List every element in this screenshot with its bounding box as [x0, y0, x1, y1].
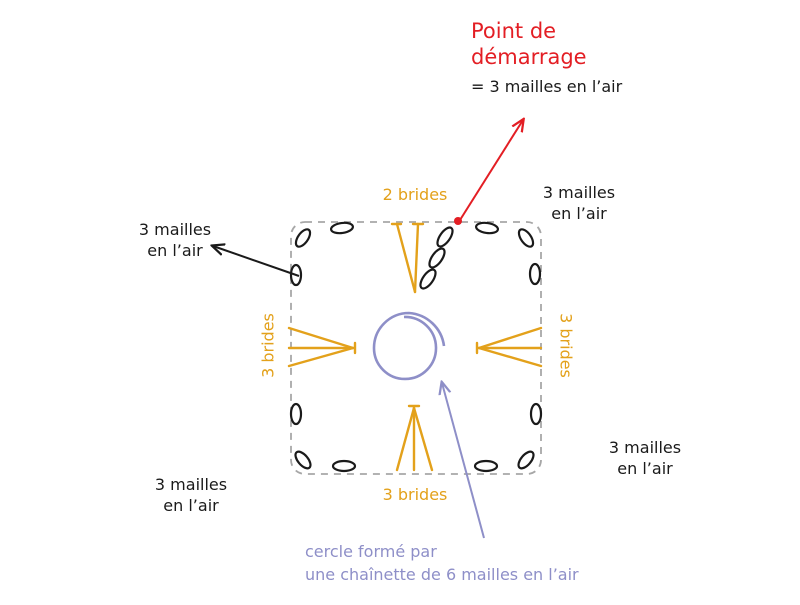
chain-stitch [331, 459, 357, 473]
label-top-left-chain: 3 mailles en l’air [120, 219, 230, 261]
start-title-line1: Point de [471, 19, 557, 43]
label-top-right-line2: en l’air [551, 204, 607, 223]
start-point-dot [454, 217, 462, 225]
start-subtitle: = 3 mailles en l’air [471, 77, 623, 96]
label-bottom-right-line2: en l’air [617, 459, 673, 478]
chain-stitch [474, 221, 500, 235]
arrow-start-point [459, 120, 523, 221]
label-bottom-brides: 3 brides [382, 485, 448, 504]
chain-stitch [473, 459, 499, 473]
label-bottom-left-line2: en l’air [163, 496, 219, 515]
center-caption-line1: cercle formé par [305, 542, 437, 561]
brides-groups [287, 222, 543, 472]
arrow-center-ring [442, 383, 485, 539]
label-top-right-chain: 3 mailles en l’air [524, 182, 634, 224]
label-top-left-line2: en l’air [147, 241, 203, 260]
start-chain-stitch [419, 268, 437, 290]
start-chain-stitch [436, 226, 454, 248]
brides-left [287, 326, 357, 368]
start-title-line2: démarrage [471, 45, 587, 69]
label-top-left-line1: 3 mailles [138, 220, 212, 239]
label-top-right-line1: 3 mailles [542, 183, 616, 202]
chain-stitch [294, 228, 312, 248]
brides-bottom [395, 404, 434, 472]
brides-top [390, 222, 425, 294]
center-ring [372, 311, 446, 381]
label-right-brides: 3 brides [556, 313, 576, 378]
chain-stitch [289, 402, 303, 426]
label-bottom-left-line1: 3 mailles [154, 475, 228, 494]
label-top-brides: 2 brides [382, 185, 448, 204]
chain-stitch [517, 450, 535, 470]
brides-right [475, 326, 543, 368]
chain-stitch [517, 228, 535, 248]
label-bottom-right-line1: 3 mailles [608, 438, 682, 457]
label-bottom-left-chain: 3 mailles en l’air [136, 474, 246, 516]
chain-stitch [529, 402, 543, 426]
arrow-top-left-chain [213, 246, 300, 277]
chain-stitches [289, 221, 543, 473]
center-caption-line2: une chaînette de 6 mailles en l’air [305, 565, 579, 584]
label-left-brides: 3 brides [258, 313, 278, 378]
chain-stitch [329, 221, 355, 235]
chain-stitch [294, 450, 312, 470]
chain-stitch [528, 262, 542, 286]
label-bottom-right-chain: 3 mailles en l’air [590, 437, 700, 479]
start-chain-stitch [428, 247, 446, 269]
